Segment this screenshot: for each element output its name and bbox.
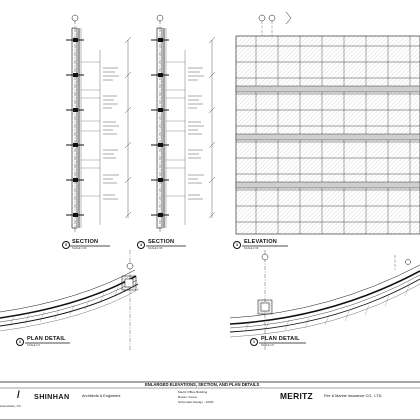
- view-title-section-4: SECTION: [148, 239, 175, 245]
- title-block-frame: [0, 381, 420, 420]
- view-title-plan-detail-2: PLAN DETAIL: [27, 336, 66, 342]
- title-block-slash: /: [17, 390, 20, 401]
- project-name: Meritz Office Building: [178, 390, 208, 394]
- view-number-elevation-3: 3: [233, 241, 241, 249]
- view-title-plan-detail-1: PLAN DETAIL: [261, 336, 300, 342]
- view-title-elevation-3: ELEVATION: [244, 239, 277, 245]
- firm-name: SHINHAN: [34, 392, 70, 401]
- view-scale-plan-detail-1: SCALE 1:5: [261, 344, 274, 347]
- view-title-section-5: SECTION: [72, 239, 99, 245]
- plan-detail-2-drawing: [0, 250, 140, 350]
- section-5-drawing: [66, 14, 132, 232]
- client-subtitle: Fire & Marine Insurance CO., LTD.: [324, 394, 383, 398]
- view-number-plan-detail-1: 1: [250, 338, 258, 346]
- project-location: Busan, Korea: [178, 395, 197, 399]
- view-scale-plan-detail-2: SCALE 1:5: [27, 344, 40, 347]
- project-phase: Schematic Design - 100%: [178, 400, 214, 404]
- view-number-section-4: 4: [137, 241, 145, 249]
- view-scale-section-5: SCALE 1:30: [72, 247, 87, 250]
- view-title-underlines: [25, 245, 306, 344]
- view-scale-section-4: SCALE 1:30: [148, 247, 163, 250]
- view-scale-elevation-3: SCALE 1:30: [244, 247, 259, 250]
- firm-subtitle: Architects & Engineers: [82, 394, 121, 398]
- section-4-drawing: [151, 14, 216, 232]
- sheet-title: ENLARGED ELEVATIONS, SECTION, AND PLAN D…: [145, 382, 260, 387]
- view-number-section-5: 5: [62, 241, 70, 249]
- view-number-plan-detail-2: 2: [16, 338, 24, 346]
- left-fragment: Associates, Ch: [0, 404, 21, 408]
- client-name: MERITZ: [280, 391, 313, 401]
- plan-detail-1-drawing: [229, 250, 420, 350]
- elevation-3-drawing: [235, 11, 420, 235]
